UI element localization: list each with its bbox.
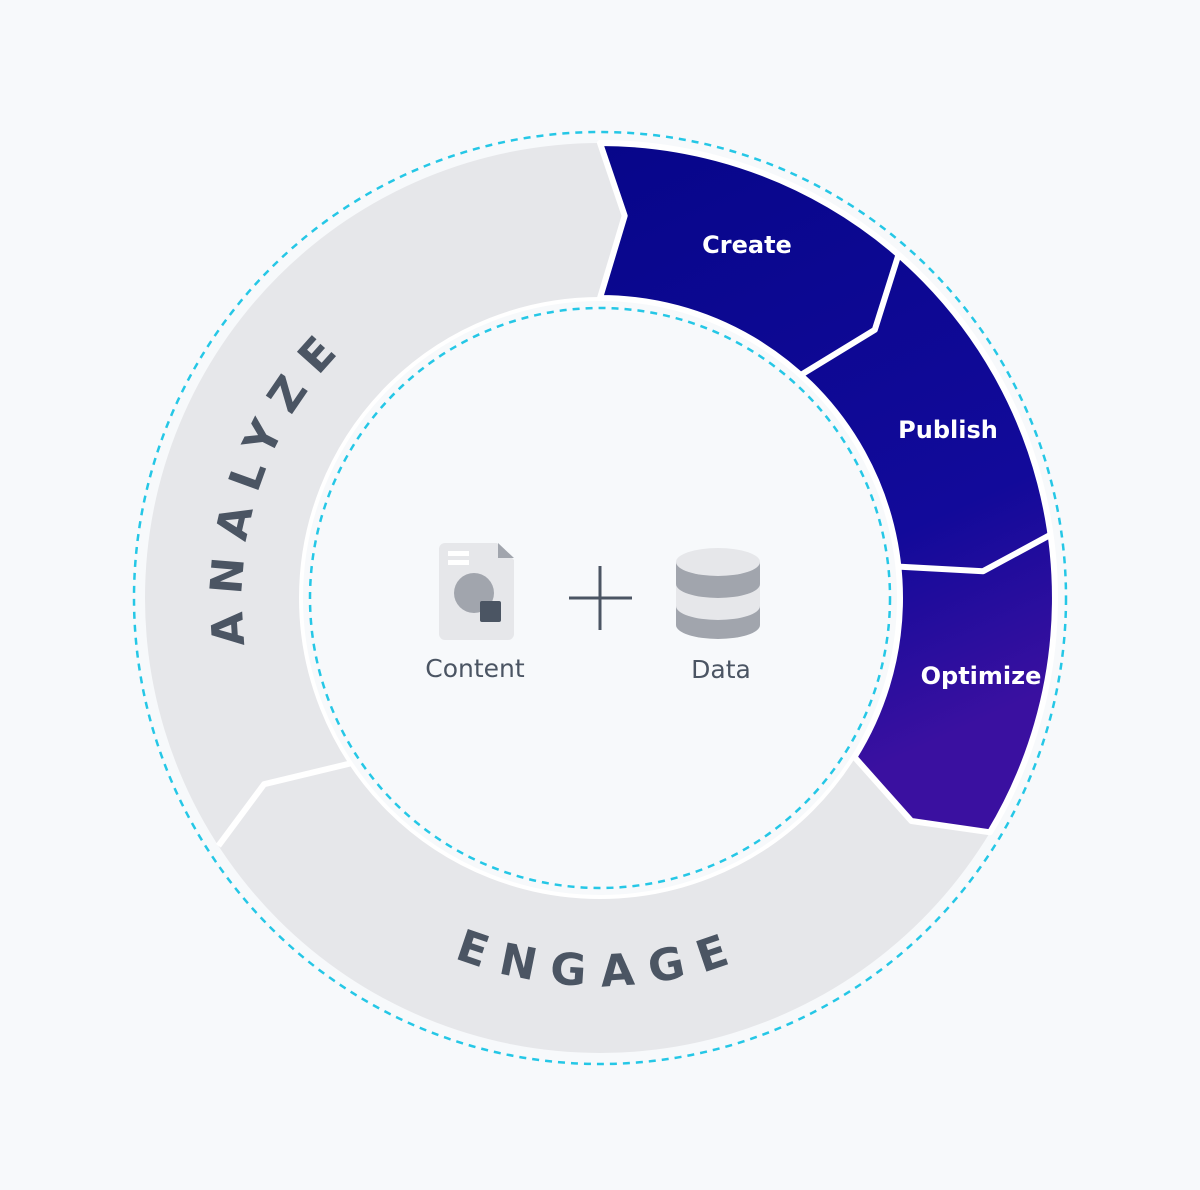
plus-icon [569,566,632,630]
stage-publish: Publish [898,416,998,444]
stage-optimize: Optimize [921,662,1042,690]
separator-publish-optimize [898,532,1053,575]
separator-engage-analyze [215,760,351,848]
separator-create-publish [799,253,902,378]
outer-dashed-ring [132,130,1068,1066]
stage-create: Create [702,231,792,259]
content-icon [439,543,514,640]
inner-dashed-ring [308,306,892,890]
content-label: Content [425,654,525,683]
database-icon [676,548,760,639]
data-label: Data [691,655,751,684]
